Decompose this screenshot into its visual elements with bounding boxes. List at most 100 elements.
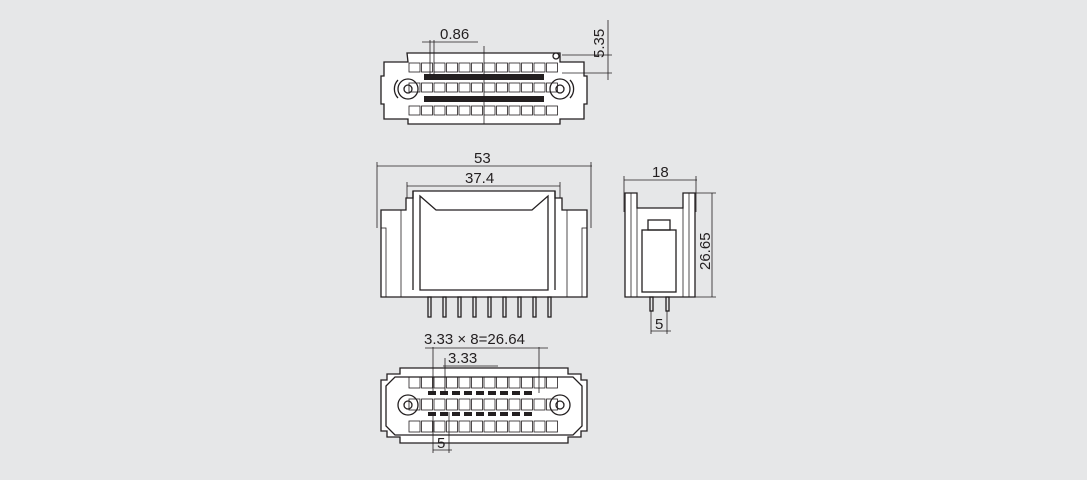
contact-cavity	[446, 105, 458, 116]
contact-cavity	[546, 376, 558, 389]
contact-cavity	[546, 420, 558, 433]
contact-cavity	[533, 105, 546, 116]
contact-cavity	[408, 376, 421, 389]
contact-cavity	[421, 62, 433, 73]
overall-width-dimension-label: 53	[474, 150, 491, 167]
bottom-pins-lower	[428, 412, 532, 416]
pin	[502, 296, 507, 318]
contact-cavity	[446, 82, 458, 93]
pin-end	[524, 391, 532, 395]
contact-cavity	[471, 420, 483, 433]
pin-end	[476, 412, 484, 416]
contact-cavity	[471, 105, 483, 116]
height-dimension-label: 26.65	[697, 232, 714, 270]
contact-cavity	[508, 62, 521, 73]
side-insert	[641, 229, 677, 293]
contact-cavity	[408, 62, 421, 73]
contact-cavity	[533, 62, 546, 73]
contact-cavity	[471, 62, 483, 73]
contact-cavity	[496, 376, 508, 389]
contact-cavity	[521, 105, 533, 116]
contact-cavity	[408, 82, 421, 93]
contact-cavity	[496, 420, 508, 433]
pin-end	[488, 391, 496, 395]
contact-cavity	[421, 105, 433, 116]
contact-cavity	[508, 420, 521, 433]
contact-cavity	[446, 420, 458, 433]
contact-cavity	[496, 62, 508, 73]
top-left-mounting-hole	[393, 78, 419, 100]
pin	[427, 296, 432, 318]
contact-cavity	[408, 105, 421, 116]
pin	[487, 296, 492, 318]
top-height-dimension-label: 5.35	[591, 29, 608, 58]
bottom-pin-spacing-label: 5	[437, 435, 445, 452]
contact-cavity	[458, 105, 471, 116]
pin-end	[452, 391, 460, 395]
pin-end	[512, 412, 520, 416]
contact-cavity	[508, 82, 521, 93]
pin-end	[500, 412, 508, 416]
contact-cavity	[433, 82, 446, 93]
contact-cavity	[421, 376, 433, 389]
pin	[517, 296, 522, 318]
pin	[457, 296, 462, 318]
pin-end	[428, 391, 436, 395]
front-view: 53 37.4	[376, 150, 592, 318]
contact-cavity	[496, 105, 508, 116]
bottom-view: 3.33 × 8=26.64 3.33 5	[380, 331, 588, 453]
contact-cavity	[446, 376, 458, 389]
bottom-left-mounting-hole	[397, 394, 419, 416]
contact-cavity	[546, 62, 558, 73]
contact-cavity	[421, 398, 433, 411]
side-pin-spacing-label: 5	[655, 316, 663, 333]
bottom-right-mounting-hole	[549, 394, 571, 416]
contact-cavity	[458, 376, 471, 389]
pin	[472, 296, 477, 318]
contact-cavity	[483, 420, 496, 433]
pin-end	[488, 412, 496, 416]
front-left-flange	[380, 227, 387, 298]
contact-cavity	[546, 105, 558, 116]
contact-cavity	[408, 420, 421, 433]
contact-cavity	[508, 376, 521, 389]
top-contact-row-upper	[408, 62, 558, 73]
contact-cavity	[533, 82, 546, 93]
pin-end	[500, 391, 508, 395]
inner-width-dimension-label: 37.4	[465, 170, 494, 187]
contact-cavity	[483, 398, 496, 411]
contact-cavity	[521, 398, 533, 411]
pin	[547, 296, 552, 318]
contact-cavity	[458, 420, 471, 433]
front-right-flange	[581, 227, 588, 298]
pin	[442, 296, 447, 318]
contact-cavity	[421, 82, 433, 93]
pin-end	[512, 391, 520, 395]
depth-dimension-label: 18	[652, 164, 669, 181]
contact-cavity	[521, 82, 533, 93]
contact-cavity	[533, 376, 546, 389]
contact-cavity	[483, 376, 496, 389]
contact-cavity	[458, 62, 471, 73]
contact-cavity	[433, 398, 446, 411]
contact-cavity	[496, 82, 508, 93]
bottom-pitch-dimension-label: 3.33	[448, 350, 477, 367]
contact-cavity	[458, 82, 471, 93]
contact-cavity	[521, 376, 533, 389]
contact-cavity	[471, 82, 483, 93]
pin-end	[464, 412, 472, 416]
side-pins	[649, 296, 670, 312]
top-contact-row-middle	[408, 82, 558, 93]
pin-end	[476, 391, 484, 395]
side-view-housing	[624, 192, 696, 298]
pin-end	[452, 412, 460, 416]
contact-cavity	[471, 376, 483, 389]
polarization-mark	[552, 52, 560, 60]
front-view-cavity	[419, 194, 549, 291]
contact-cavity	[533, 398, 546, 411]
pin-end	[440, 412, 448, 416]
pitch-dimension-label: 0.86	[440, 26, 469, 43]
contact-cavity	[433, 105, 446, 116]
contact-cavity	[421, 420, 433, 433]
top-view: 0.86 5.35	[380, 20, 612, 125]
